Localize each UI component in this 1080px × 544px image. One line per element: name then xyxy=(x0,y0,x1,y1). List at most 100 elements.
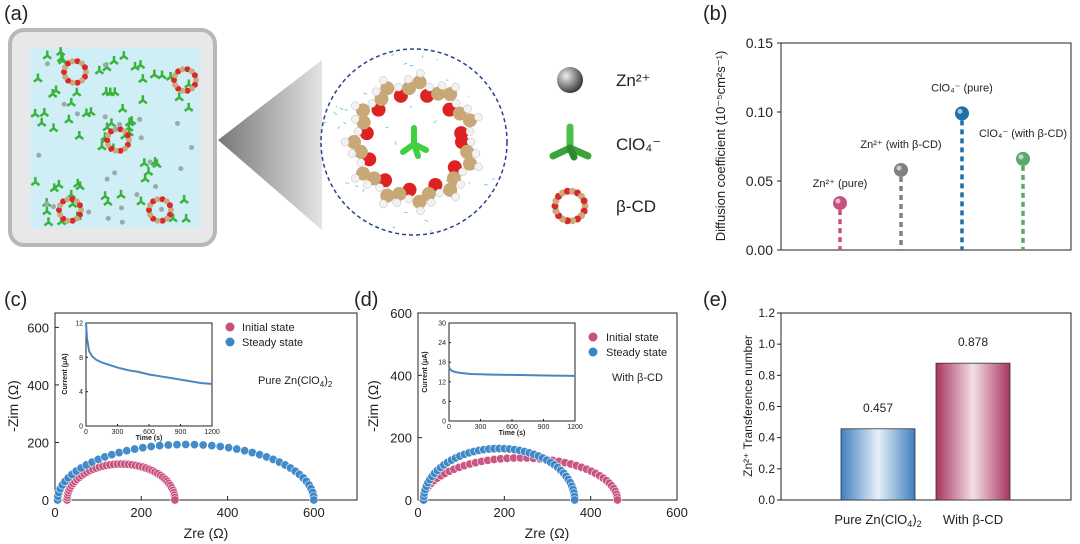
beta-cd-atom xyxy=(454,126,469,141)
water-molecule-glyph xyxy=(343,121,347,125)
zn-ion-glyph xyxy=(137,116,143,122)
clo4-molecule-glyph xyxy=(66,97,77,107)
hydrogen-atom xyxy=(451,99,461,108)
ytick-label: 0 xyxy=(405,493,412,508)
hydrogen-atom xyxy=(471,149,481,158)
beta-cd-atom xyxy=(347,135,361,149)
panel-label-c: (c) xyxy=(4,289,27,311)
zn-ion-glyph xyxy=(74,111,80,117)
clo4-molecule-glyph xyxy=(105,87,116,97)
xtick-label: 400 xyxy=(580,505,602,520)
ytick-label: 0 xyxy=(42,493,49,508)
beta-cd-atom xyxy=(359,126,374,141)
point-b xyxy=(894,162,908,177)
panel-label-e: (e) xyxy=(703,289,727,311)
beta-cd-atom xyxy=(171,77,177,83)
nyquist-point xyxy=(170,495,180,505)
legend-zn-label: Zn²⁺ xyxy=(616,71,650,90)
xtick-label: 0 xyxy=(414,505,421,520)
water-molecule-glyph xyxy=(492,178,496,180)
panel-label-a: (a) xyxy=(4,3,28,25)
ylabel-e: Zn²⁺ Transference number xyxy=(741,335,755,477)
beta-cd-atom xyxy=(462,113,477,128)
legend-marker-steady-d xyxy=(588,347,598,357)
legend-initial-c: Initial state xyxy=(242,322,295,334)
clo4-molecule-glyph xyxy=(36,117,47,127)
zoom-cone xyxy=(218,60,322,230)
hydrogen-atom xyxy=(403,75,413,84)
beta-cd-atom xyxy=(452,106,467,121)
hydrogen-atom xyxy=(416,69,425,78)
bar-e xyxy=(840,428,916,501)
beta-cd-atom xyxy=(462,156,477,171)
inset-xlabel-d: Time (s) xyxy=(499,430,526,437)
clo4-molecule-glyph xyxy=(150,157,160,167)
clo4-molecule-glyph xyxy=(117,103,128,113)
legend-clo4-label: ClO₄⁻ xyxy=(616,135,661,154)
point-label-b: Zn²⁺ (pure) xyxy=(813,178,868,190)
inset-ytick-label: 12 xyxy=(438,379,446,386)
clo4-molecule-glyph xyxy=(33,73,43,83)
point-highlight-b xyxy=(835,198,841,204)
panel-e: (e) Zn²⁺ Transference number 0.00.20.40.… xyxy=(703,289,1072,529)
zn-ion-glyph xyxy=(104,176,110,182)
clo4-molecule-glyph xyxy=(103,197,113,207)
point-b xyxy=(833,196,847,211)
legend-a: Zn²⁺ ClO₄⁻ β-CD xyxy=(549,67,661,225)
clo4-molecule-glyph xyxy=(138,95,148,105)
legend-initial-d: Initial state xyxy=(606,332,659,344)
clo4-molecule-glyph xyxy=(54,179,64,189)
nyquist-point xyxy=(138,443,148,453)
hydrogen-atom xyxy=(375,183,384,192)
point-label-b: ClO₄⁻ (pure) xyxy=(931,82,993,94)
xtick-label: 0 xyxy=(51,505,58,520)
clo4-molecule-glyph xyxy=(30,177,41,187)
ytick-label-b: 0.10 xyxy=(746,104,773,120)
beta-cd-atom xyxy=(62,73,69,80)
zn-ion-glyph xyxy=(159,206,165,212)
hydrogen-atom xyxy=(404,194,413,204)
beta-cd-atom xyxy=(355,166,370,181)
water-molecule-glyph xyxy=(403,62,408,65)
simulation-box-illustration xyxy=(8,28,217,247)
zn-ion-glyph xyxy=(153,184,159,190)
water-molecule-glyph xyxy=(468,95,470,97)
ytick-label-e: 0.8 xyxy=(758,368,775,382)
beta-cd-atom xyxy=(61,69,67,75)
point-b xyxy=(955,106,969,121)
clo4-molecule-glyph xyxy=(174,92,184,102)
water-molecule-glyph xyxy=(489,65,492,69)
water-molecule-glyph xyxy=(433,120,437,124)
water-molecule-glyph xyxy=(333,111,338,116)
nyquist-point xyxy=(172,440,182,450)
nyquist-point xyxy=(189,440,199,450)
clo4-molecule-glyph xyxy=(97,141,107,151)
zn-ion-glyph xyxy=(134,192,140,198)
zn-ion-glyph xyxy=(86,209,92,215)
ytick-label-e: 0.0 xyxy=(758,493,775,507)
hydrogen-atom xyxy=(466,137,476,147)
ytick-label: 600 xyxy=(27,320,49,335)
beta-cd-atom xyxy=(117,147,124,154)
zn-ion-glyph xyxy=(119,219,125,225)
ytick-label-b: 0.05 xyxy=(746,173,773,189)
zn-ion-glyph xyxy=(36,152,42,158)
hydrogen-atom xyxy=(353,127,363,136)
clo4-center-glyph xyxy=(400,125,429,159)
panel-label-b: (b) xyxy=(703,3,727,25)
zn-ion-glyph xyxy=(138,135,144,141)
inset-current-line xyxy=(85,322,213,385)
nyquist-point xyxy=(146,442,156,452)
water-molecule-glyph xyxy=(429,229,433,232)
beta-cd-atom xyxy=(154,196,161,203)
bar-value-label-e: 0.457 xyxy=(863,401,893,415)
point-label-b: ClO₄⁻ (with β-CD) xyxy=(979,128,1067,140)
hydrogen-atom xyxy=(378,75,388,85)
ylabel-d: -Zim (Ω) xyxy=(365,380,381,432)
zn-ion-glyph xyxy=(175,120,181,126)
panel-label-d: (d) xyxy=(354,289,378,311)
hydrogen-atom xyxy=(425,82,434,92)
water-molecule-glyph xyxy=(385,126,389,129)
clo4-molecule-glyph xyxy=(138,74,148,84)
beta-cd-atom xyxy=(402,81,417,96)
